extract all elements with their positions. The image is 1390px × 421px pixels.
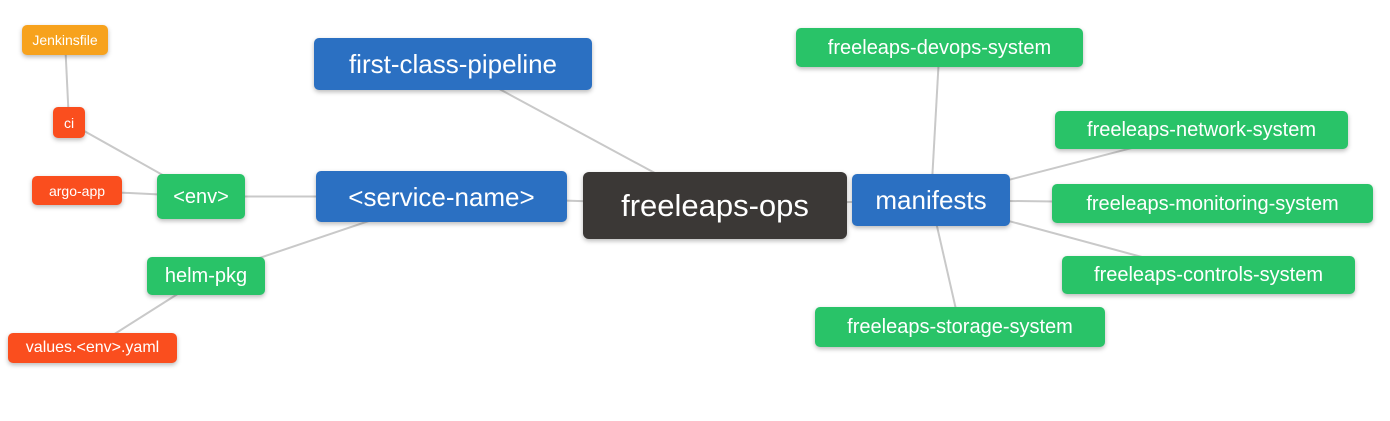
- node-freeleaps-network-system[interactable]: freeleaps-network-system: [1055, 111, 1348, 149]
- node-label: values.<env>.yaml: [25, 339, 160, 356]
- node-label: ci: [63, 114, 75, 131]
- node-jenkinsfile[interactable]: Jenkinsfile: [22, 25, 108, 55]
- node-freeleaps-storage-system[interactable]: freeleaps-storage-system: [815, 307, 1105, 347]
- node-argo-app[interactable]: argo-app: [32, 176, 122, 205]
- node-freeleaps-ops[interactable]: freeleaps-ops: [583, 172, 847, 239]
- node-label: first-class-pipeline: [348, 49, 558, 79]
- node-label: <service-name>: [348, 181, 535, 212]
- node-label: freeleaps-devops-system: [827, 36, 1052, 59]
- node-label: freeleaps-monitoring-system: [1086, 192, 1339, 215]
- node-label: manifests: [875, 185, 987, 215]
- node-freeleaps-devops-system[interactable]: freeleaps-devops-system: [796, 28, 1083, 67]
- node-ci[interactable]: ci: [53, 107, 85, 138]
- node-service-name[interactable]: <service-name>: [316, 171, 567, 222]
- node-label: freeleaps-network-system: [1087, 119, 1316, 141]
- node-manifests[interactable]: manifests: [852, 174, 1010, 226]
- node-label: <env>: [173, 185, 229, 208]
- node-label: freeleaps-ops: [621, 188, 809, 223]
- node-first-class-pipeline[interactable]: first-class-pipeline: [314, 38, 592, 90]
- node-helm-pkg[interactable]: helm-pkg: [147, 257, 265, 295]
- node-freeleaps-monitoring-system[interactable]: freeleaps-monitoring-system: [1052, 184, 1373, 223]
- node-label: argo-app: [48, 182, 106, 199]
- node-label: freeleaps-controls-system: [1094, 264, 1323, 286]
- node-label: freeleaps-storage-system: [847, 316, 1073, 338]
- node-env[interactable]: <env>: [157, 174, 245, 219]
- node-label: Jenkinsfile: [32, 32, 98, 48]
- node-values-env-yaml[interactable]: values.<env>.yaml: [8, 333, 177, 363]
- node-freeleaps-controls-system[interactable]: freeleaps-controls-system: [1062, 256, 1355, 294]
- node-label: helm-pkg: [164, 265, 248, 287]
